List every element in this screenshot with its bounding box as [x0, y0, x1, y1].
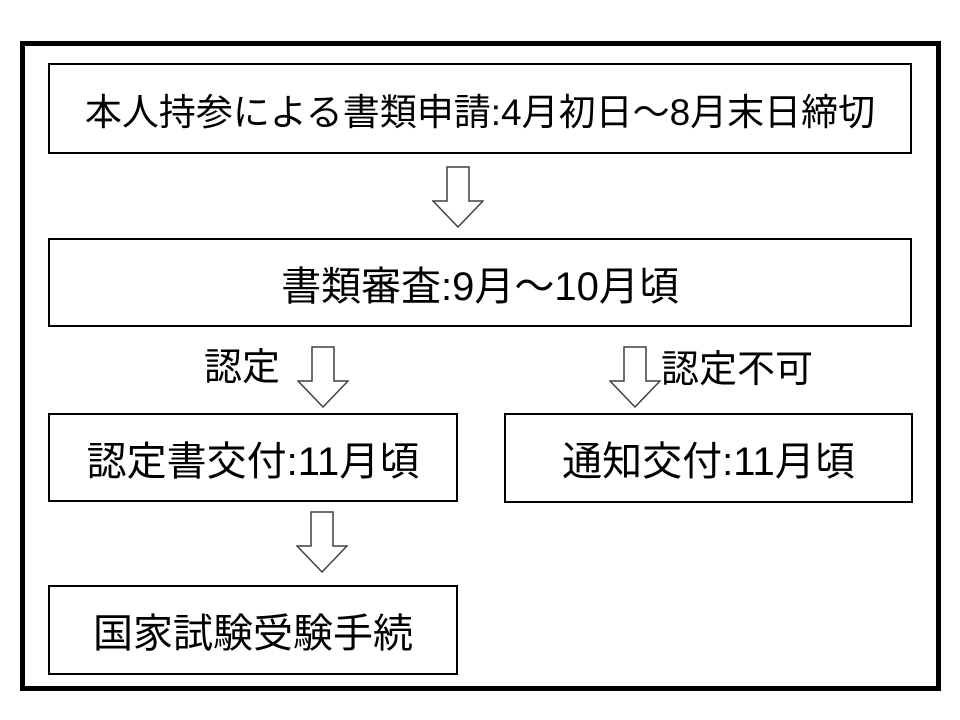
- flow-box-certificate: 認定書交付:11月頃: [48, 413, 458, 502]
- down-arrow-icon: [296, 511, 348, 573]
- branch-label-rejected: 認定不可: [661, 349, 814, 391]
- flow-box-notice: 通知交付:11月頃: [504, 413, 913, 503]
- flow-box-application-label: 本人持参による書類申請:4月初日～8月末日締切: [84, 91, 876, 133]
- branch-label-approved: 認定: [203, 347, 280, 389]
- flow-box-exam-label: 国家試験受験手続: [93, 612, 413, 656]
- down-arrow-icon: [432, 166, 484, 228]
- flow-box-exam: 国家試験受験手続: [48, 585, 458, 675]
- flow-box-review: 書類審査:9月～10月頃: [48, 238, 912, 327]
- flow-box-review-label: 書類審査:9月～10月頃: [281, 264, 679, 309]
- flow-box-notice-label: 通知交付:11月頃: [562, 440, 855, 484]
- flow-box-application: 本人持参による書類申請:4月初日～8月末日締切: [48, 63, 912, 154]
- down-arrow-icon: [297, 346, 349, 408]
- down-arrow-icon: [609, 346, 661, 408]
- flow-box-certificate-label: 認定書交付:11月頃: [86, 439, 420, 484]
